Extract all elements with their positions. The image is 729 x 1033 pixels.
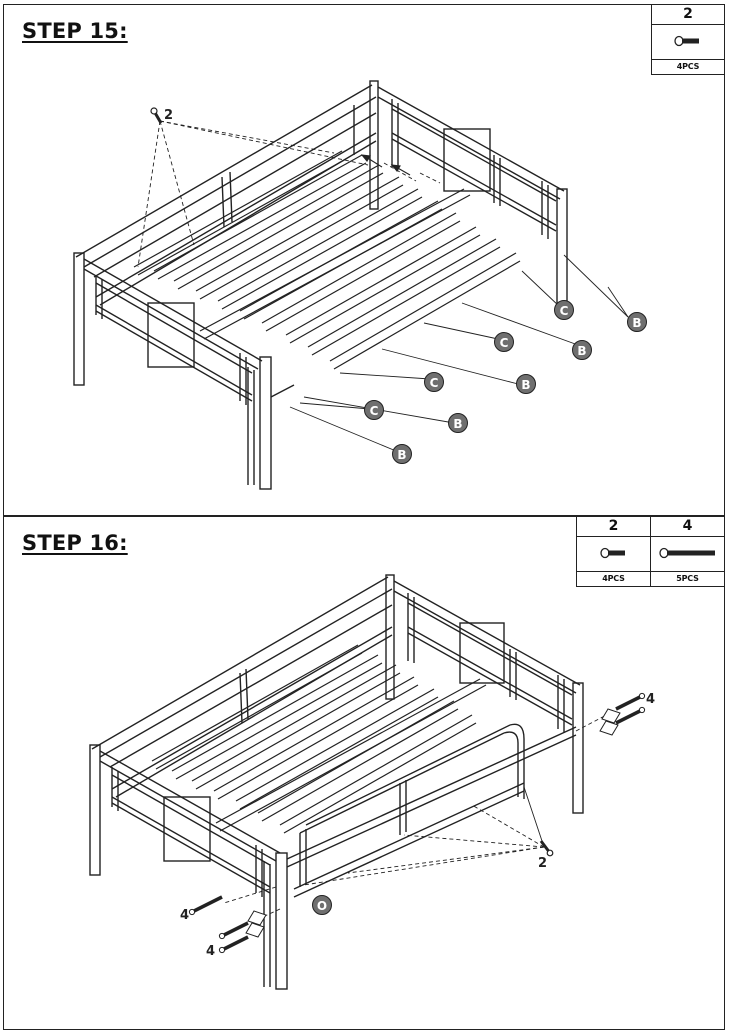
hardware-quantity: 4PCS <box>576 570 651 587</box>
hardware-quantity: 4PCS <box>651 58 725 75</box>
hardware-picture <box>576 535 651 572</box>
callout-c-1: C <box>554 300 574 320</box>
callout-c-2: C <box>494 332 514 352</box>
step-15-hardware-table: 2 4PCS <box>651 3 725 75</box>
svg-text:B: B <box>397 448 406 462</box>
right-bolt-pair <box>599 692 646 736</box>
step-16-bolt2-label: 2 <box>538 856 547 871</box>
callout-o: O <box>312 895 332 915</box>
step-15-panel: STEP 15: 2 4PCS <box>3 3 725 516</box>
svg-text:O: O <box>317 899 327 913</box>
callout-c-4: C <box>364 400 384 420</box>
callout-b-1: B <box>627 312 647 332</box>
step-15-bolt-icon <box>150 107 163 124</box>
callout-b-5: B <box>392 444 412 464</box>
step-16-title: STEP 16: <box>22 531 128 555</box>
long-bolt-icon <box>658 547 715 559</box>
svg-text:C: C <box>370 404 379 418</box>
svg-text:B: B <box>632 316 641 330</box>
step-15-bolt-label: 2 <box>164 108 173 123</box>
callout-b-4: B <box>448 413 468 433</box>
left-bolts <box>188 895 267 954</box>
svg-text:C: C <box>430 376 439 390</box>
svg-text:B: B <box>521 378 530 392</box>
svg-text:C: C <box>560 304 569 318</box>
callout-b-2: B <box>572 340 592 360</box>
step-16-left-bolt-label-2: 4 <box>206 944 215 959</box>
step-16-right-bolt-label: 4 <box>646 692 655 707</box>
svg-text:C: C <box>500 336 509 350</box>
hardware-picture <box>650 535 725 572</box>
step-15-title: STEP 15: <box>22 19 128 43</box>
short-bolt-icon <box>599 547 625 559</box>
svg-text:B: B <box>453 417 462 431</box>
step-16-bed-drawing: 2 4 4 4 O <box>89 574 655 990</box>
step-15-bed-drawing: 2 B C B C B C B <box>73 80 647 490</box>
hardware-quantity: 5PCS <box>650 570 725 587</box>
callout-c-3: C <box>424 372 444 392</box>
short-bolt-icon <box>674 35 699 47</box>
step-16-panel: STEP 16: 2 4 4PCS 5PCS <box>3 515 725 1030</box>
step-16-bolt-icon <box>539 840 554 857</box>
callout-b-3: B <box>516 374 536 394</box>
step-16-hardware-table: 2 4 4PCS 5PCS <box>576 515 725 587</box>
step-16-left-bolt-label-1: 4 <box>180 908 189 923</box>
svg-text:B: B <box>577 344 586 358</box>
